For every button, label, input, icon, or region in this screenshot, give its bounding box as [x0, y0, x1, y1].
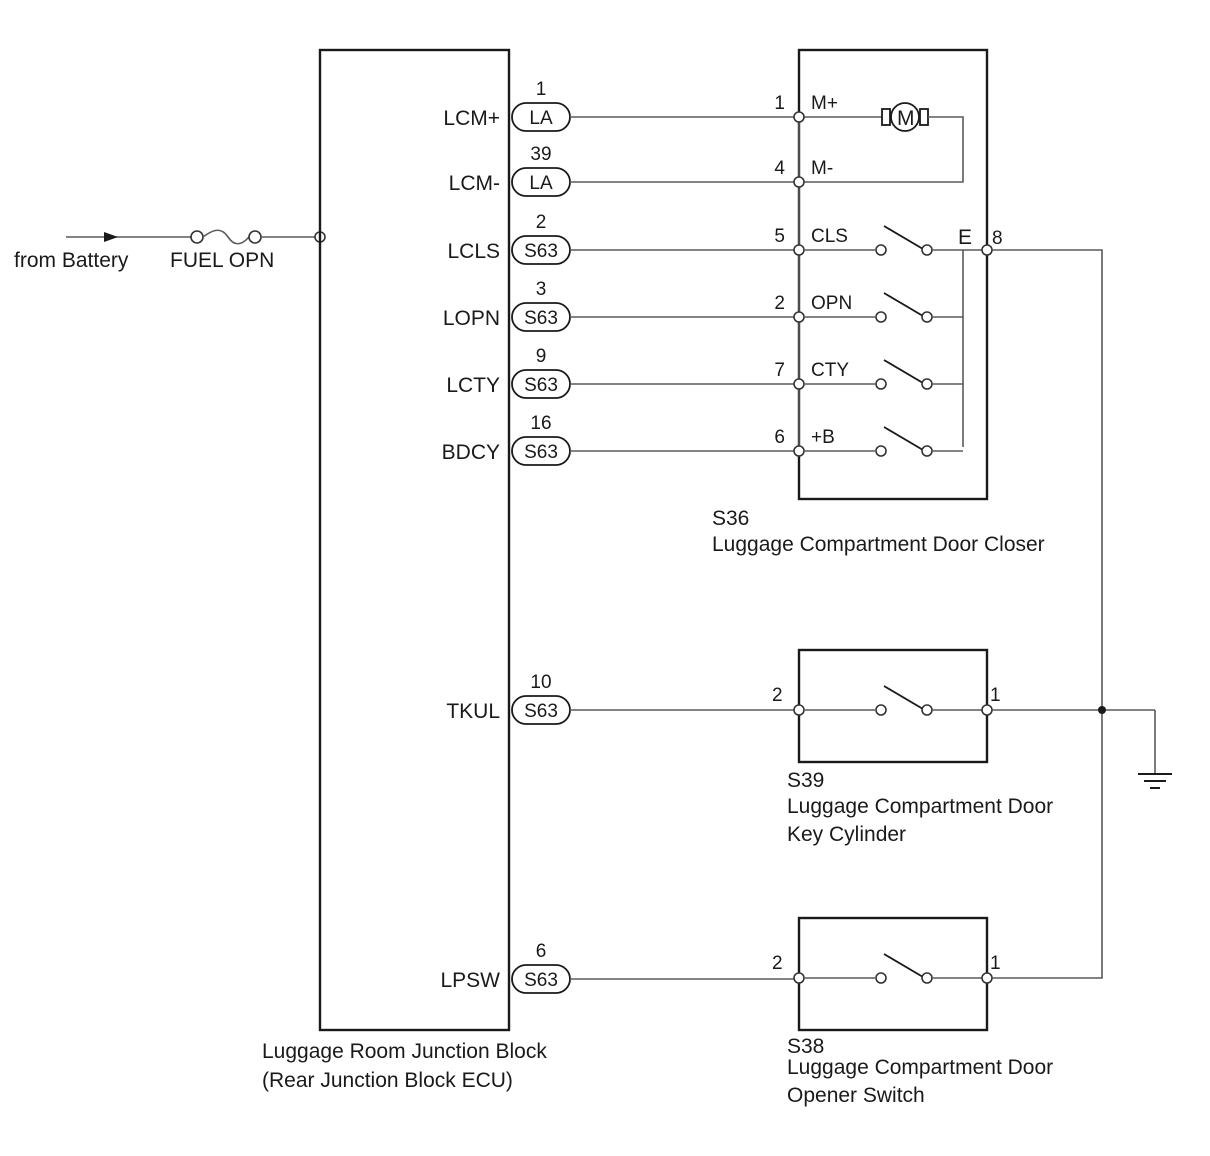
- ecu-terminal-lcls: LCLS S63 2: [447, 212, 794, 265]
- closer-pin-number: 5: [774, 226, 785, 247]
- connector-code: S63: [524, 375, 558, 396]
- opener-switch-name-line2: Opener Switch: [787, 1084, 925, 1107]
- switch-icon: [875, 359, 933, 390]
- terminal-name: BDCY: [442, 441, 500, 464]
- ground-wiring: [992, 249, 1172, 979]
- closer-switches: 1 M+ 4 M- 5 CLS 2 OPN 7 CTY 6 +B: [774, 93, 963, 457]
- fuse-label: FUEL OPN: [170, 249, 274, 272]
- junction-block-ecu: Luggage Room Junction Block (Rear Juncti…: [262, 48, 547, 1092]
- opener-switch-s38: 2 1 S38 Luggage Compartment Door Opener …: [772, 916, 1053, 1107]
- from-battery-label: from Battery: [14, 249, 129, 272]
- ecu-terminal-lpsw: LPSW S63 6: [440, 941, 794, 994]
- terminal-name: LCM-: [449, 172, 500, 195]
- key-cylinder-name-line1: Luggage Compartment Door: [787, 795, 1053, 818]
- connector-pin: 1: [536, 79, 547, 100]
- key-cylinder-pin-right: 1: [990, 685, 1001, 706]
- opener-switch-code: S38: [787, 1035, 824, 1058]
- connector-pin: 16: [530, 413, 551, 434]
- closer-ground-label: E: [958, 226, 972, 249]
- closer-pin-number: 1: [774, 93, 785, 114]
- connector-code: S63: [524, 970, 558, 991]
- closer-pin-opn: 2 OPN: [774, 292, 963, 323]
- closer-pin-number: 2: [774, 293, 785, 314]
- connector-pin: 3: [536, 279, 547, 300]
- terminal-name: LOPN: [443, 307, 500, 330]
- terminal-name: LPSW: [440, 969, 500, 992]
- closer-pin-cty: 7 CTY: [774, 359, 963, 390]
- connector-code: LA: [529, 108, 553, 129]
- pin-node: [793, 111, 805, 123]
- switch-icon: [875, 225, 933, 256]
- connector-code: S63: [524, 241, 558, 262]
- closer-pin-m: 4 M-: [774, 158, 833, 188]
- ecu-name-line2: (Rear Junction Block ECU): [262, 1069, 513, 1092]
- closer-pin-label: +B: [811, 427, 835, 448]
- switch-icon: [875, 426, 933, 457]
- closer-pin-cls: 5 CLS: [774, 225, 933, 256]
- closer-pin-label: M+: [811, 93, 838, 114]
- terminal-name: LCLS: [447, 240, 500, 263]
- closer-pin-b: 6 +B: [774, 426, 963, 457]
- ecu-terminal-lopn: LOPN S63 3: [443, 279, 794, 332]
- opener-switch-name-line1: Luggage Compartment Door: [787, 1056, 1053, 1079]
- fuse-icon: [190, 229, 262, 245]
- pin-node: [793, 445, 805, 457]
- closer-pin-number: 4: [774, 158, 785, 179]
- pin-node: [793, 311, 805, 323]
- switch-icon: [875, 953, 933, 984]
- ecu-terminal-lcm: LCM- LA 39: [449, 144, 794, 197]
- terminal-name: LCTY: [446, 374, 500, 397]
- pin-node: [793, 244, 805, 256]
- closer-pin-label: CTY: [811, 360, 849, 381]
- closer-pin-8-node: [981, 244, 993, 256]
- ecu-name-line1: Luggage Room Junction Block: [262, 1040, 547, 1063]
- ground-icon: [1138, 773, 1172, 789]
- switch-icon: [875, 685, 933, 716]
- connector-code: S63: [524, 701, 558, 722]
- closer-code: S36: [712, 507, 749, 530]
- connector-code: LA: [529, 173, 553, 194]
- pin-node: [793, 378, 805, 390]
- key-cylinder-name-line2: Key Cylinder: [787, 823, 906, 846]
- terminal-name: TKUL: [446, 700, 500, 723]
- ecu-terminal-lcty: LCTY S63 9: [446, 346, 794, 399]
- key-cylinder-code: S39: [787, 769, 824, 792]
- closer-pin-number: 7: [774, 360, 785, 381]
- ecu-terminal-tkul: TKUL S63 10: [446, 672, 794, 725]
- closer-pin-label: M-: [811, 158, 833, 179]
- ecu-terminal-bdcy: BDCY S63 16: [442, 413, 794, 466]
- junction-dot: [1098, 706, 1106, 714]
- key-cylinder-s39: 2 1 S39 Luggage Compartment Door Key Cyl…: [772, 648, 1053, 846]
- pin-node: [793, 176, 805, 188]
- arrow-icon: [104, 232, 118, 242]
- connector-pin: 9: [536, 346, 547, 367]
- closer-pin-label: CLS: [811, 226, 848, 247]
- key-cylinder-pin-left: 2: [772, 685, 783, 706]
- switch-icon: [875, 292, 933, 323]
- closer-pin-label: OPN: [811, 293, 852, 314]
- connector-code: S63: [524, 308, 558, 329]
- connector-pin: 6: [536, 941, 547, 962]
- connector-pin: 10: [530, 672, 551, 693]
- closer-ground-pin: 8: [992, 228, 1003, 249]
- closer-pin-m: 1 M+: [774, 93, 838, 123]
- motor-icon: M: [799, 102, 964, 183]
- closer-pin-number: 6: [774, 427, 785, 448]
- opener-switch-pin-right: 1: [990, 953, 1001, 974]
- motor-symbol: M: [897, 107, 915, 130]
- connector-code: S63: [524, 442, 558, 463]
- opener-switch-pin-left: 2: [772, 953, 783, 974]
- battery-feed: from Battery FUEL OPN: [14, 229, 326, 272]
- ecu-terminal-lcm: LCM+ LA 1: [443, 79, 794, 132]
- connector-pin: 2: [536, 212, 547, 233]
- closer-name: Luggage Compartment Door Closer: [712, 533, 1045, 556]
- terminal-name: LCM+: [443, 107, 500, 130]
- connector-pin: 39: [530, 144, 551, 165]
